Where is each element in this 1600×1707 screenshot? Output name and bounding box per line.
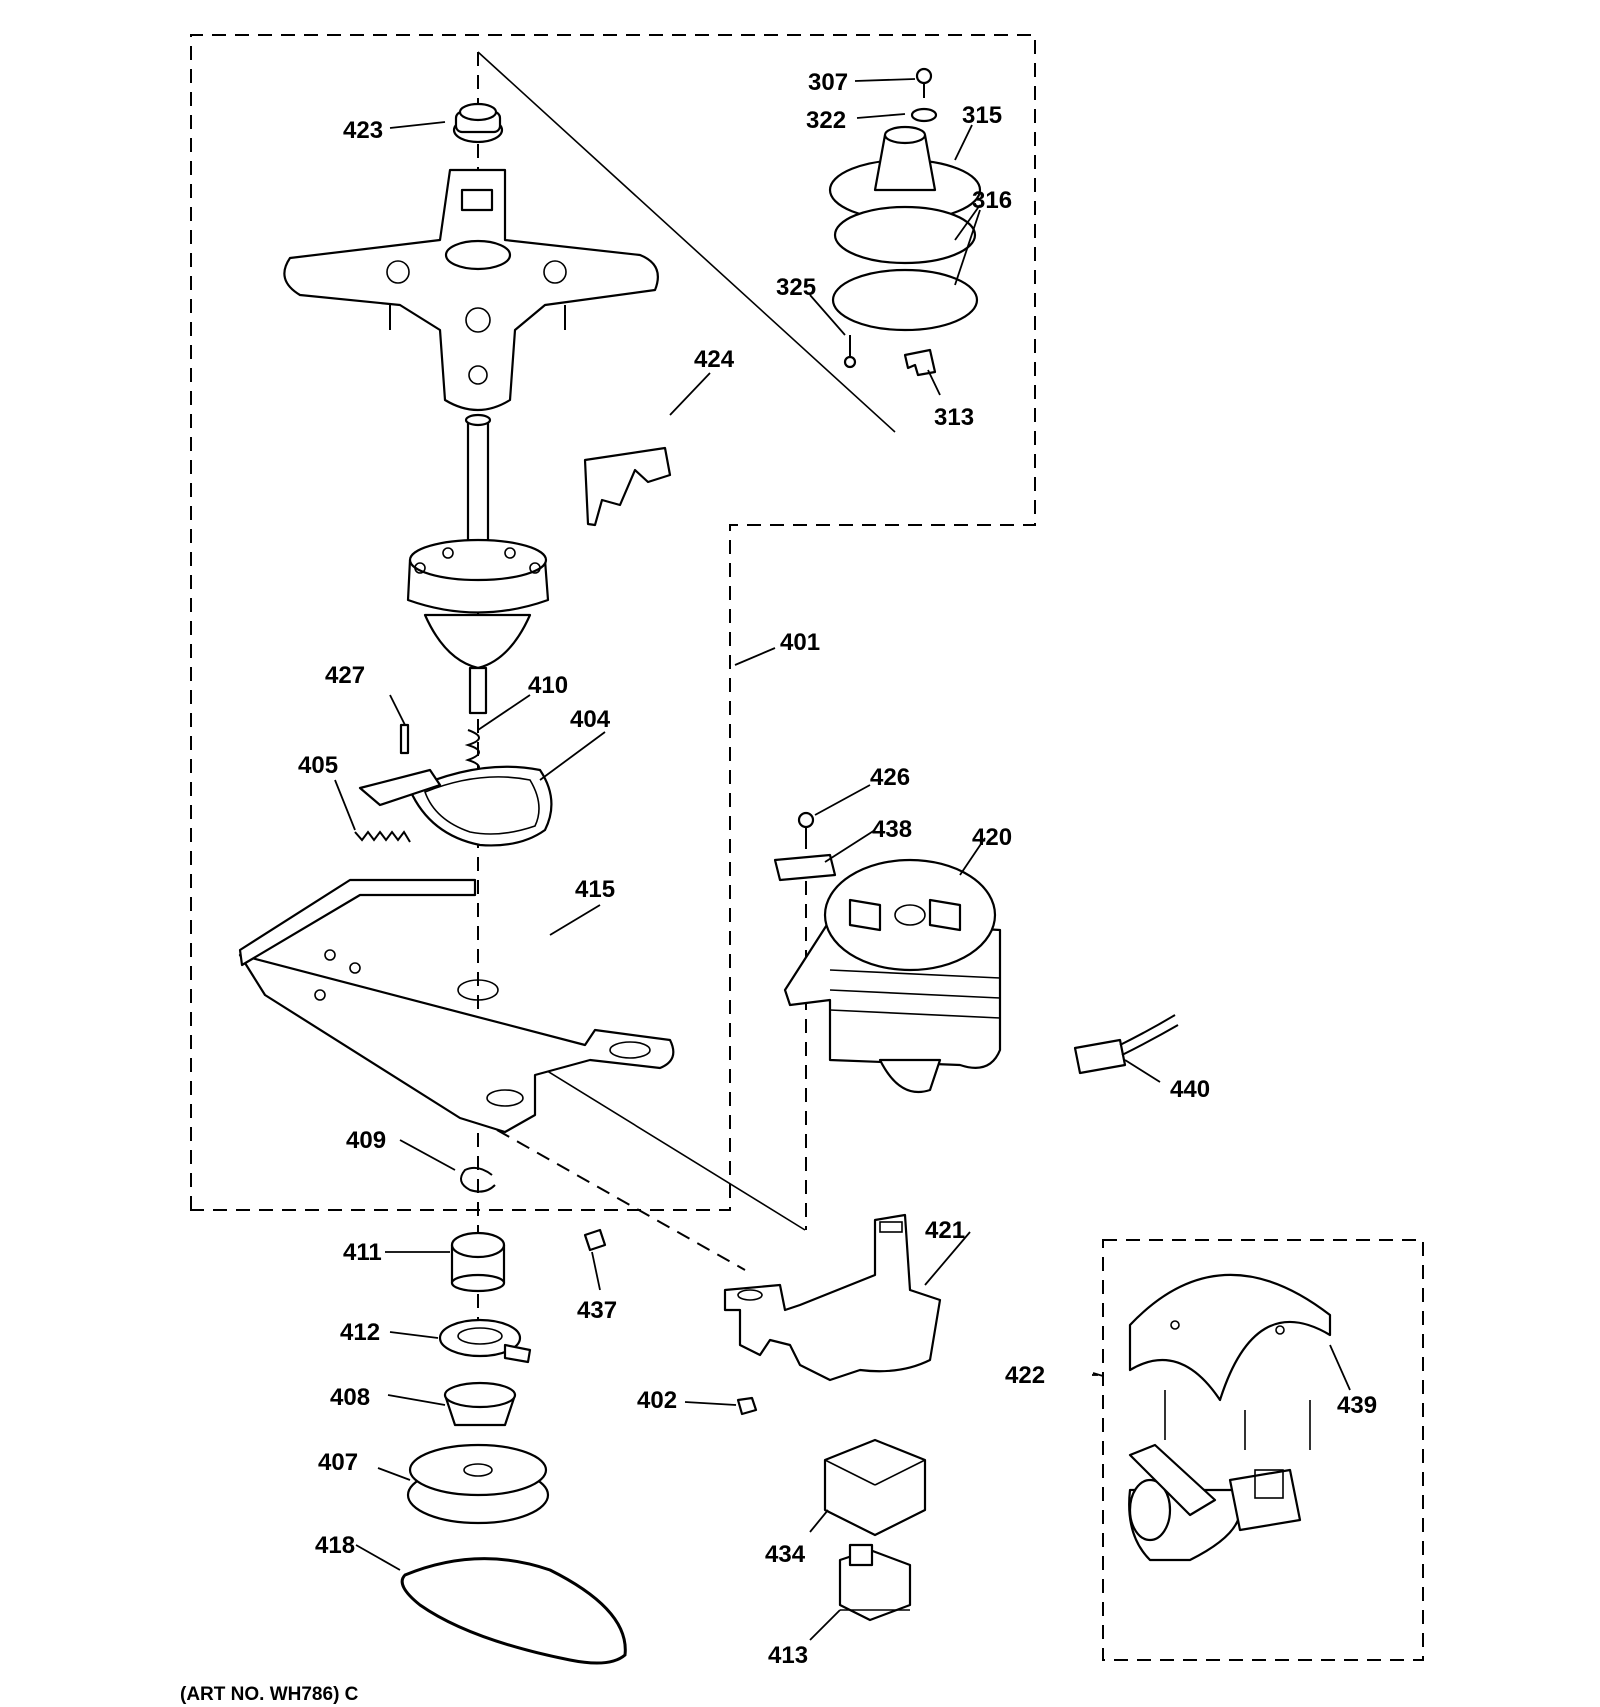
part-421-base-bracket [723, 1213, 942, 1382]
part-420-motor [783, 858, 1002, 1094]
part-413-switch [838, 1543, 912, 1622]
assembly-401-boundary [190, 34, 1036, 1211]
part-411-bushing [450, 1231, 506, 1293]
callout-404: 404 [570, 706, 611, 733]
callout-407: 407 [318, 1449, 358, 1476]
part-315-pulley-hub [828, 125, 982, 222]
part-412-bracket [438, 1318, 532, 1364]
part-418-belt [400, 1557, 627, 1665]
callout-411: 411 [343, 1239, 382, 1266]
part-407-pulley [406, 1443, 550, 1525]
callout-401: 401 [780, 629, 820, 656]
callout-418: 418 [315, 1532, 355, 1559]
spider-frame [283, 168, 659, 411]
callout-313: 313 [934, 404, 974, 431]
part-438-bracket [773, 853, 837, 882]
part-316-seal-upper [833, 205, 977, 265]
callout-437: 437 [577, 1297, 617, 1324]
callout-402: 402 [637, 1387, 677, 1414]
callout-405: 405 [298, 752, 338, 779]
callout-325: 325 [776, 274, 816, 301]
part-415-mounting-plate [238, 878, 675, 1134]
part-313-clip [903, 348, 937, 377]
part-426-screw [797, 811, 815, 843]
connector-line-base [496, 1129, 746, 1271]
part-404-brake-band-inner [423, 776, 540, 835]
part-434-cover [823, 1438, 927, 1537]
assembly-422-boundary [1102, 1239, 1424, 1661]
part-404-brake-band [408, 765, 553, 847]
callout-439: 439 [1337, 1392, 1377, 1419]
callout-426: 426 [870, 764, 910, 791]
part-408-bearing [443, 1381, 517, 1427]
callout-409: 409 [346, 1127, 386, 1154]
part-424-gasket [583, 446, 672, 527]
callout-422: 422 [1005, 1362, 1045, 1389]
part-427-pin [399, 723, 410, 755]
callout-315: 315 [962, 102, 1002, 129]
callout-427: 427 [325, 662, 365, 689]
part-325-screw [843, 335, 857, 369]
connector-line-top [477, 51, 896, 433]
transmission [406, 413, 550, 715]
part-410-spring [464, 729, 480, 776]
callout-322: 322 [806, 107, 846, 134]
part-439-pump-cover [1128, 1273, 1332, 1402]
part-409-clip [460, 1166, 496, 1193]
part-405-spring [354, 830, 411, 843]
leader-lines [334, 78, 1351, 1641]
part-322-washer [910, 107, 938, 123]
part-307-screw [915, 67, 933, 98]
part-316-seal-lower [831, 268, 979, 332]
callout-420: 420 [972, 824, 1012, 851]
callout-440: 440 [1170, 1076, 1210, 1103]
callout-labels: 307 322 315 316 325 313 423 424 401 427 … [298, 69, 1377, 1669]
callout-438: 438 [872, 816, 912, 843]
callout-307: 307 [808, 69, 848, 96]
callout-412: 412 [340, 1319, 380, 1346]
callout-316: 316 [972, 187, 1012, 214]
brake-lever [358, 768, 442, 807]
part-437-tab [583, 1228, 607, 1252]
part-402-nut [736, 1396, 758, 1416]
callout-415: 415 [575, 876, 615, 903]
part-440-connector [1073, 1014, 1179, 1075]
art-number-caption: (ART NO. WH786) C [180, 1684, 359, 1705]
callout-434: 434 [765, 1541, 806, 1568]
callout-423: 423 [343, 117, 383, 144]
callout-413: 413 [768, 1642, 808, 1669]
callout-410: 410 [528, 672, 568, 699]
callout-421: 421 [925, 1217, 965, 1244]
part-423-hub-cap [452, 102, 504, 144]
callout-408: 408 [330, 1384, 370, 1411]
callout-424: 424 [694, 346, 735, 373]
part-422-pump [1128, 1390, 1311, 1562]
